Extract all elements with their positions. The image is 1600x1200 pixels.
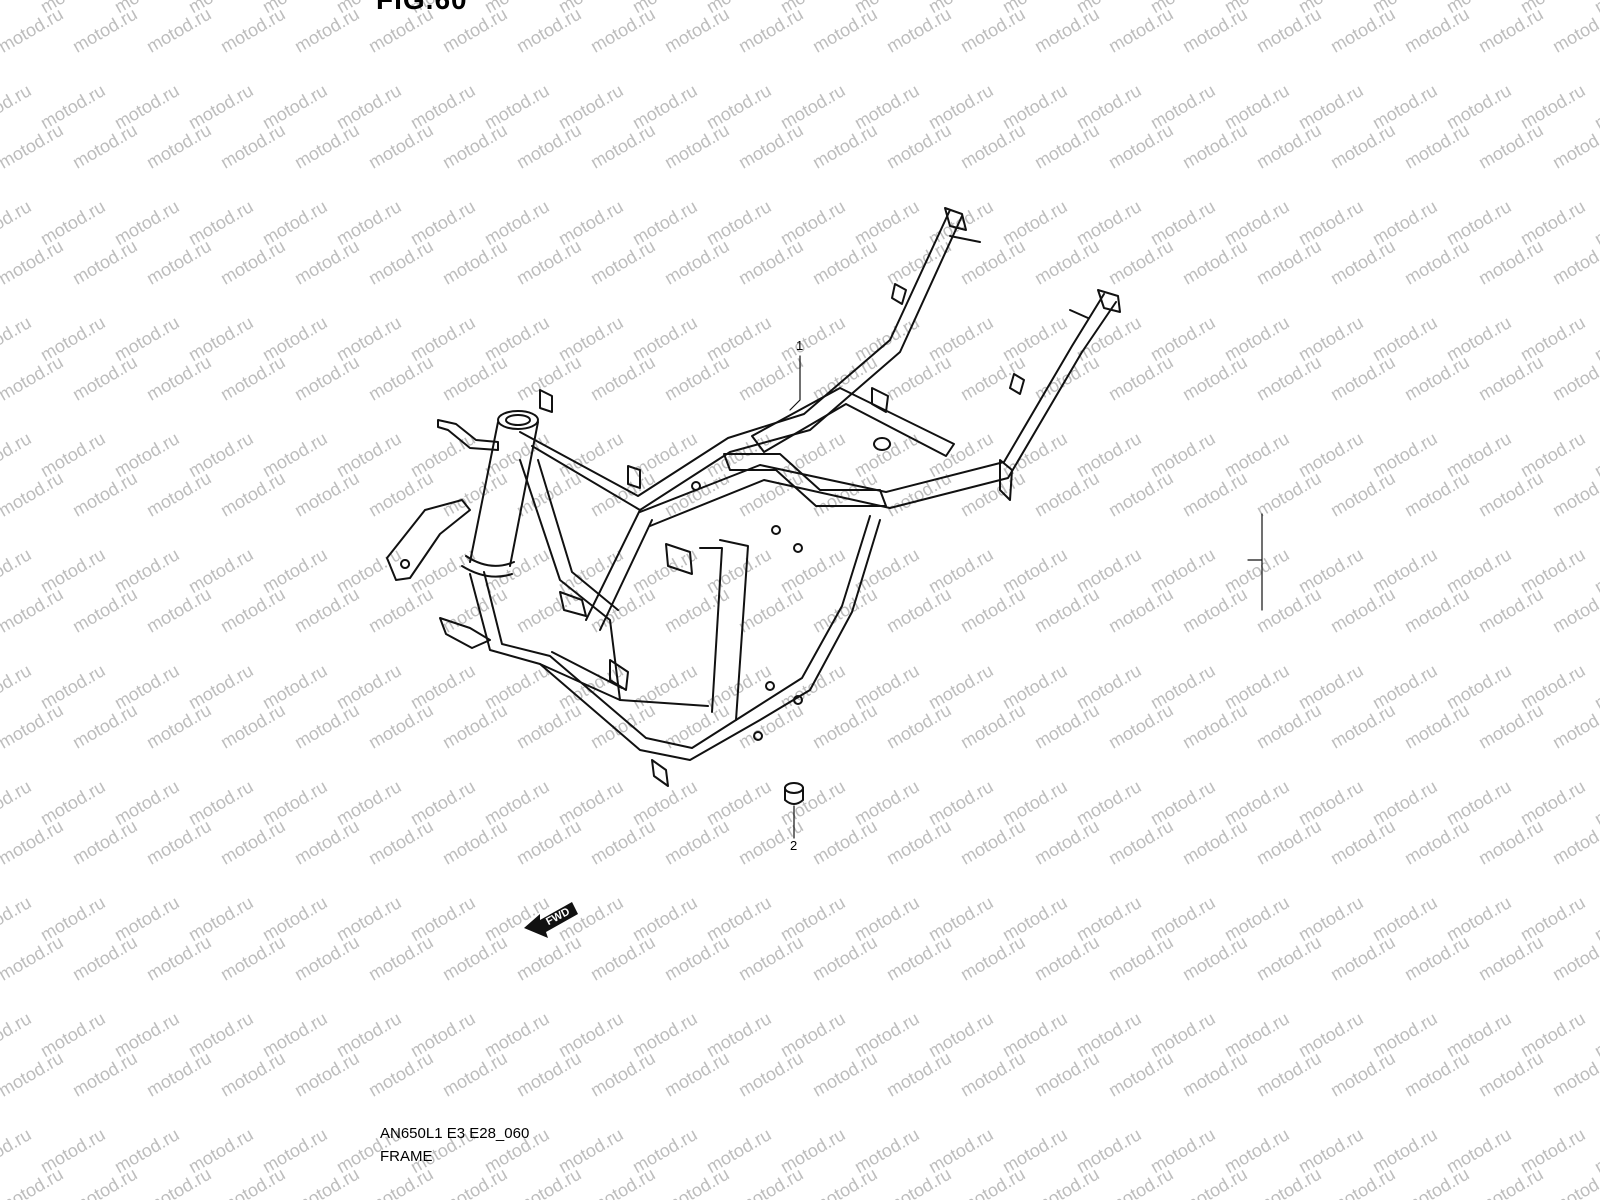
callout-1-leader (789, 355, 801, 411)
margin-reference-line (1247, 513, 1263, 611)
collar-part-2 (784, 782, 804, 805)
rear-rail-right (639, 289, 1121, 527)
callout-number-2: 2 (790, 838, 798, 853)
forward-arrow: FWD (524, 902, 578, 938)
watermark-text: motod.ru (1591, 0, 1600, 17)
rear-cross-members (723, 387, 955, 507)
figure-caption: FRAME (380, 1148, 433, 1165)
callout-number-1: 1 (796, 338, 804, 353)
main-upper-rail (519, 207, 981, 511)
steering-head-tube (461, 410, 539, 578)
fwd-arrow-icon (524, 902, 578, 938)
frame-gussets (439, 283, 1025, 787)
figure-title: FIG.60 (376, 0, 468, 16)
left-front-bracket (386, 499, 471, 581)
lower-cradle (469, 459, 881, 761)
upper-front-bracket (437, 419, 499, 451)
model-code: AN650L1 E3 E28_060 (380, 1125, 530, 1142)
